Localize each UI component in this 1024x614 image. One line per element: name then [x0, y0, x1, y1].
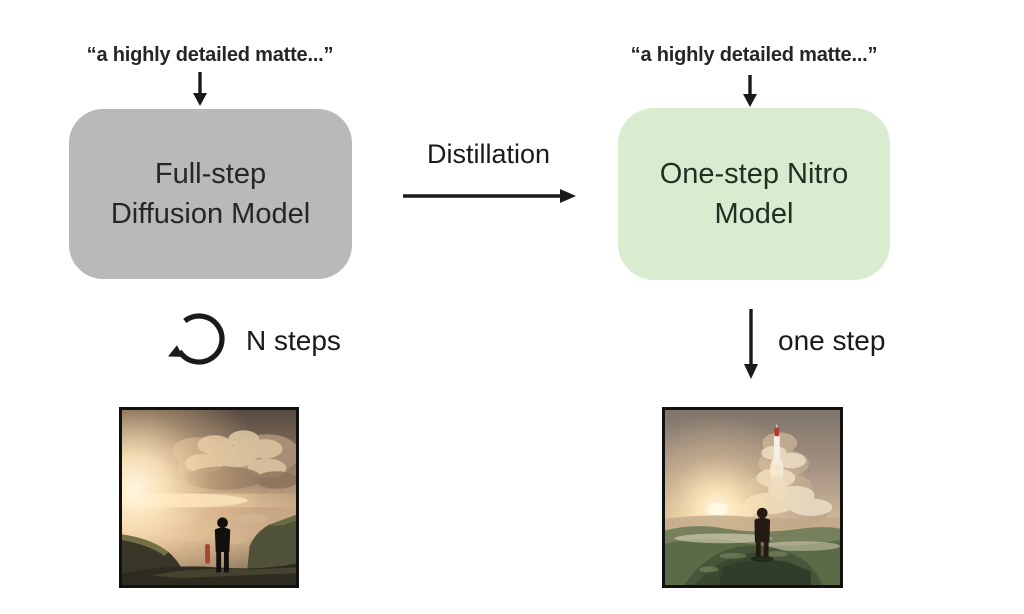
full-step-output-image — [119, 407, 299, 588]
full-step-box-line2: Diffusion Model — [110, 198, 311, 230]
full-step-box-line1: Full-step — [154, 157, 267, 190]
left-prompt-text: “a highly detailed matte...” — [86, 44, 334, 66]
full-step-model-box: Full-step Diffusion Model — [69, 109, 352, 279]
n-steps-label: N steps — [246, 325, 341, 356]
right-prompt-text: “a highly detailed matte...” — [630, 44, 878, 66]
distillation-arrow-icon — [403, 189, 576, 203]
loop-icon — [168, 313, 225, 365]
left-prompt-arrow-icon — [193, 72, 207, 106]
distillation-label: Distillation — [426, 139, 551, 169]
one-step-model-box: One-step Nitro Model — [618, 108, 890, 280]
one-step-arrow-icon — [744, 309, 758, 379]
one-step-box-line2: Model — [714, 198, 794, 230]
one-step-label: one step — [778, 325, 886, 356]
right-prompt-arrow-icon — [743, 75, 757, 107]
one-step-output-image — [662, 407, 843, 588]
one-step-box-line1: One-step Nitro — [659, 157, 849, 190]
